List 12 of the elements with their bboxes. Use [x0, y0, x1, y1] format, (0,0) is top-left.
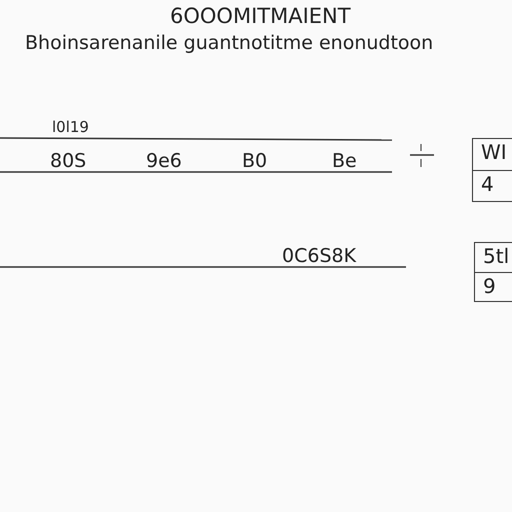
table-cell-text: WI [480, 139, 508, 166]
table-cell: 4 [473, 170, 512, 201]
table-cell-text: 5tl [482, 243, 510, 270]
column-heading: l0l19 [52, 118, 89, 136]
subtitle: Bhoinsarenanile guantnotitme enonudtoon [25, 32, 434, 54]
table-value: 0C6S8K [282, 245, 356, 267]
table-cell: 9 [475, 272, 512, 301]
title: 6OOOMITMAIENT [170, 4, 351, 28]
table-value: B0 [242, 150, 268, 172]
table-value: 80S [50, 150, 86, 172]
table-value: 9e6 [146, 150, 182, 172]
table-value: Be [332, 150, 357, 172]
